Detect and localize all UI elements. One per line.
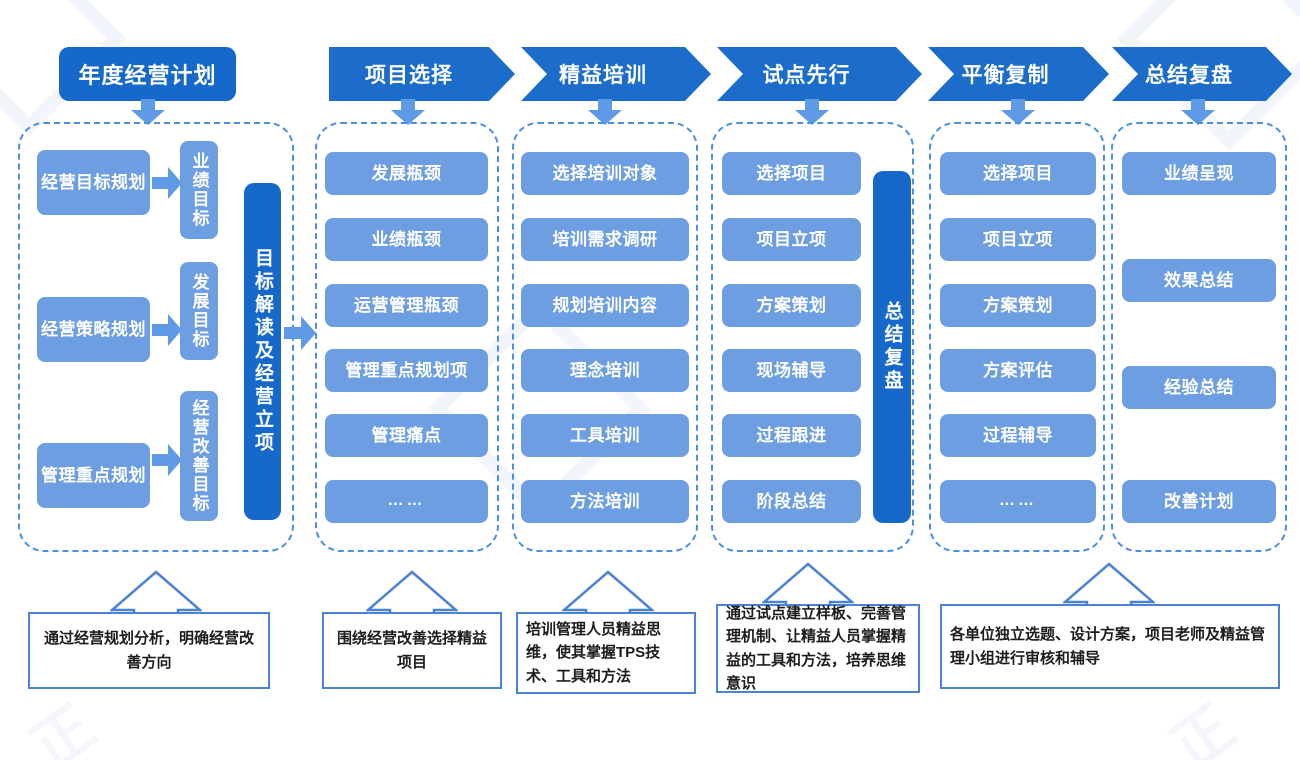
pilot-first-item-1[interactable]: 项目立项 bbox=[722, 218, 861, 261]
stage-label: 试点先行 bbox=[762, 64, 851, 87]
summary-review-item-3[interactable]: 改善计划 bbox=[1122, 480, 1276, 523]
balanced-replication-item-3[interactable]: 方案评估 bbox=[940, 349, 1096, 392]
balanced-replication-item-2[interactable]: 方案策划 bbox=[940, 284, 1096, 327]
lean-training-item-2[interactable]: 规划培训内容 bbox=[521, 284, 689, 327]
project-selection-item-1[interactable]: 业绩瓶颈 bbox=[325, 218, 488, 261]
column-lean-training bbox=[512, 122, 698, 552]
pilot-first-side-bar[interactable]: 总结复盘 bbox=[873, 171, 911, 523]
lean-training-item-5[interactable]: 方法培训 bbox=[521, 480, 689, 523]
pilot-first-item-2[interactable]: 方案策划 bbox=[722, 284, 861, 327]
up-arrow-icon bbox=[562, 570, 654, 618]
down-arrow-icon bbox=[391, 99, 425, 125]
lean-training-item-0[interactable]: 选择培训对象 bbox=[521, 152, 689, 195]
stage-label: 精益培训 bbox=[559, 64, 647, 87]
stage-header-summary-review[interactable]: 总结复盘 bbox=[1112, 47, 1292, 101]
project-selection-item-5[interactable]: …… bbox=[325, 480, 488, 523]
stage-header-balanced-replication[interactable]: 平衡复制 bbox=[928, 47, 1109, 101]
right-arrow-icon bbox=[152, 444, 182, 476]
watermark-text: 正 bbox=[19, 692, 107, 760]
column-balanced-replication bbox=[929, 122, 1105, 552]
column-project-selection bbox=[315, 122, 499, 552]
pilot-first-item-4[interactable]: 过程跟进 bbox=[722, 414, 861, 457]
planning-target-0[interactable]: 业绩目标 bbox=[180, 141, 218, 239]
stage-header-pilot-first[interactable]: 试点先行 bbox=[717, 47, 922, 101]
right-arrow-icon bbox=[284, 316, 316, 350]
balanced-replication-item-1[interactable]: 项目立项 bbox=[940, 218, 1096, 261]
pilot-first-item-0[interactable]: 选择项目 bbox=[722, 152, 861, 195]
lean-training-item-4[interactable]: 工具培训 bbox=[521, 414, 689, 457]
column-summary-review bbox=[1111, 122, 1287, 552]
down-arrow-icon bbox=[1001, 99, 1035, 125]
column-pilot-first bbox=[711, 122, 914, 552]
stage-label: 总结复盘 bbox=[1145, 64, 1233, 87]
watermark-text: 正 bbox=[1159, 692, 1247, 760]
summary-review-item-0[interactable]: 业绩呈现 bbox=[1122, 152, 1276, 195]
down-arrow-icon bbox=[131, 99, 165, 125]
planning-source-1[interactable]: 经营策略规划 bbox=[37, 297, 150, 362]
summary-review-item-2[interactable]: 经验总结 bbox=[1122, 366, 1276, 409]
project-selection-item-0[interactable]: 发展瓶颈 bbox=[325, 152, 488, 195]
planning-target-1[interactable]: 发展目标 bbox=[180, 262, 218, 360]
pilot-first-item-3[interactable]: 现场辅导 bbox=[722, 349, 861, 392]
balanced-replication-item-4[interactable]: 过程辅导 bbox=[940, 414, 1096, 457]
balanced-replication-item-5[interactable]: …… bbox=[940, 480, 1096, 523]
annual-plan-title: 年度经营计划 bbox=[59, 47, 236, 101]
stage-header-project-selection[interactable]: 项目选择 bbox=[329, 47, 515, 101]
up-arrow-icon bbox=[366, 570, 458, 618]
planning-target-2[interactable]: 经营改善目标 bbox=[180, 391, 218, 521]
planning-side-bar[interactable]: 目标解读及经营立项 bbox=[244, 183, 281, 520]
project-selection-item-4[interactable]: 管理痛点 bbox=[325, 414, 488, 457]
stage-header-lean-training[interactable]: 精益培训 bbox=[521, 47, 711, 101]
lean-training-item-1[interactable]: 培训需求调研 bbox=[521, 218, 689, 261]
stage-label: 项目选择 bbox=[365, 64, 453, 87]
down-arrow-icon bbox=[588, 99, 622, 125]
right-arrow-icon bbox=[152, 314, 182, 346]
lean-training-item-3[interactable]: 理念培训 bbox=[521, 349, 689, 392]
down-arrow-icon bbox=[795, 99, 829, 125]
balanced-replication-item-0[interactable]: 选择项目 bbox=[940, 152, 1096, 195]
caption-replication-summary: 各单位独立选题、设计方案，项目老师及精益管理小组进行审核和辅导 bbox=[940, 604, 1280, 689]
planning-source-2[interactable]: 管理重点规划 bbox=[37, 443, 150, 508]
project-selection-item-2[interactable]: 运营管理瓶颈 bbox=[325, 284, 488, 327]
caption-project-selection: 围绕经营改善选择精益项目 bbox=[322, 612, 502, 689]
project-selection-item-3[interactable]: 管理重点规划项 bbox=[325, 349, 488, 392]
caption-pilot-first: 通过试点建立样板、完善管理机制、让精益人员掌握精益的工具和方法，培养思维意识 bbox=[716, 604, 920, 693]
planning-source-0[interactable]: 经营目标规划 bbox=[37, 150, 150, 215]
right-arrow-icon bbox=[152, 167, 182, 199]
caption-planning: 通过经营规划分析，明确经营改善方向 bbox=[28, 612, 270, 689]
down-arrow-icon bbox=[1181, 99, 1215, 125]
stage-label: 平衡复制 bbox=[961, 64, 1050, 87]
up-arrow-icon bbox=[1063, 562, 1155, 610]
caption-lean-training: 培训管理人员精益思维，使其掌握TPS技术、工具和方法 bbox=[516, 612, 696, 694]
pilot-first-item-5[interactable]: 阶段总结 bbox=[722, 480, 861, 523]
up-arrow-icon bbox=[110, 570, 202, 618]
summary-review-item-1[interactable]: 效果总结 bbox=[1122, 259, 1276, 302]
